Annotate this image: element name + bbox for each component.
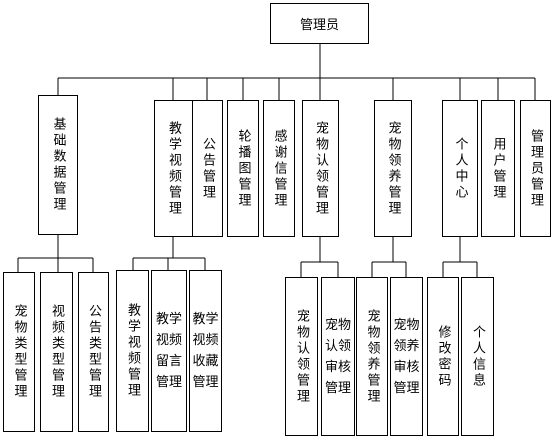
- leaf-change-password: 修改密码: [427, 277, 459, 436]
- module-label: 感谢信管理: [271, 128, 287, 209]
- leaf-label: 修改密码: [435, 324, 451, 389]
- module-user: 用户管理: [481, 100, 515, 237]
- leaf-notice-type: 公告类型管理: [78, 272, 109, 432]
- module-personal-center: 个人中心: [442, 100, 478, 237]
- leaf-personal-info: 个人信息: [461, 277, 494, 436]
- leaf-label: 宠物认领审核管理: [324, 317, 351, 396]
- leaf-label: 公告类型管理: [86, 304, 101, 400]
- module-label: 宠物认领管理: [313, 120, 328, 217]
- module-label: 管理员管理: [528, 128, 543, 209]
- module-label: 用户管理: [490, 136, 506, 201]
- module-label: 基础数据管理: [50, 117, 66, 213]
- module-label: 轮播图管理: [235, 128, 251, 209]
- leaf-video-comment: 教学视频留言管理: [151, 270, 187, 432]
- leaf-label: 视频类型管理: [49, 304, 64, 400]
- leaf-pet-claim-mgmt: 宠物认领管理: [285, 277, 318, 436]
- leaf-label: 宠物领养管理: [364, 308, 380, 405]
- module-notice: 公告管理: [192, 100, 223, 237]
- leaf-pet-adopt-mgmt: 宠物领养管理: [356, 277, 388, 436]
- leaf-label: 宠物类型管理: [11, 304, 27, 400]
- leaf-pet-adopt-review: 宠物领养审核管理: [390, 277, 423, 436]
- module-carousel: 轮播图管理: [227, 100, 259, 237]
- module-teaching-video: 教学视频管理: [154, 100, 193, 237]
- root-node-admin: 管理员: [270, 3, 369, 44]
- leaf-teaching-video-mgmt: 教学视频管理: [116, 270, 149, 432]
- root-node-label: 管理员: [299, 18, 339, 33]
- module-label: 个人中心: [452, 136, 468, 201]
- module-basic-data: 基础数据管理: [38, 95, 78, 235]
- module-label: 宠物领养管理: [385, 120, 401, 217]
- module-pet-adopt: 宠物领养管理: [374, 100, 412, 237]
- leaf-label: 教学视频收藏管理: [192, 312, 219, 390]
- leaf-pet-claim-review: 宠物认领审核管理: [321, 277, 355, 436]
- leaf-video-type: 视频类型管理: [40, 272, 73, 432]
- module-label: 公告管理: [200, 136, 215, 201]
- leaf-label: 宠物领养审核管理: [393, 317, 420, 396]
- leaf-label: 宠物认领管理: [294, 308, 309, 405]
- module-admin: 管理员管理: [520, 100, 551, 237]
- leaf-video-favorite: 教学视频收藏管理: [189, 270, 222, 432]
- module-pet-claim: 宠物认领管理: [302, 100, 339, 237]
- leaf-label: 个人信息: [470, 324, 485, 389]
- module-label: 教学视频管理: [166, 120, 181, 217]
- module-thanks-letter: 感谢信管理: [263, 100, 295, 237]
- leaf-pet-type: 宠物类型管理: [3, 272, 35, 432]
- leaf-label: 教学视频管理: [125, 303, 140, 399]
- leaf-label: 教学视频留言管理: [155, 312, 182, 390]
